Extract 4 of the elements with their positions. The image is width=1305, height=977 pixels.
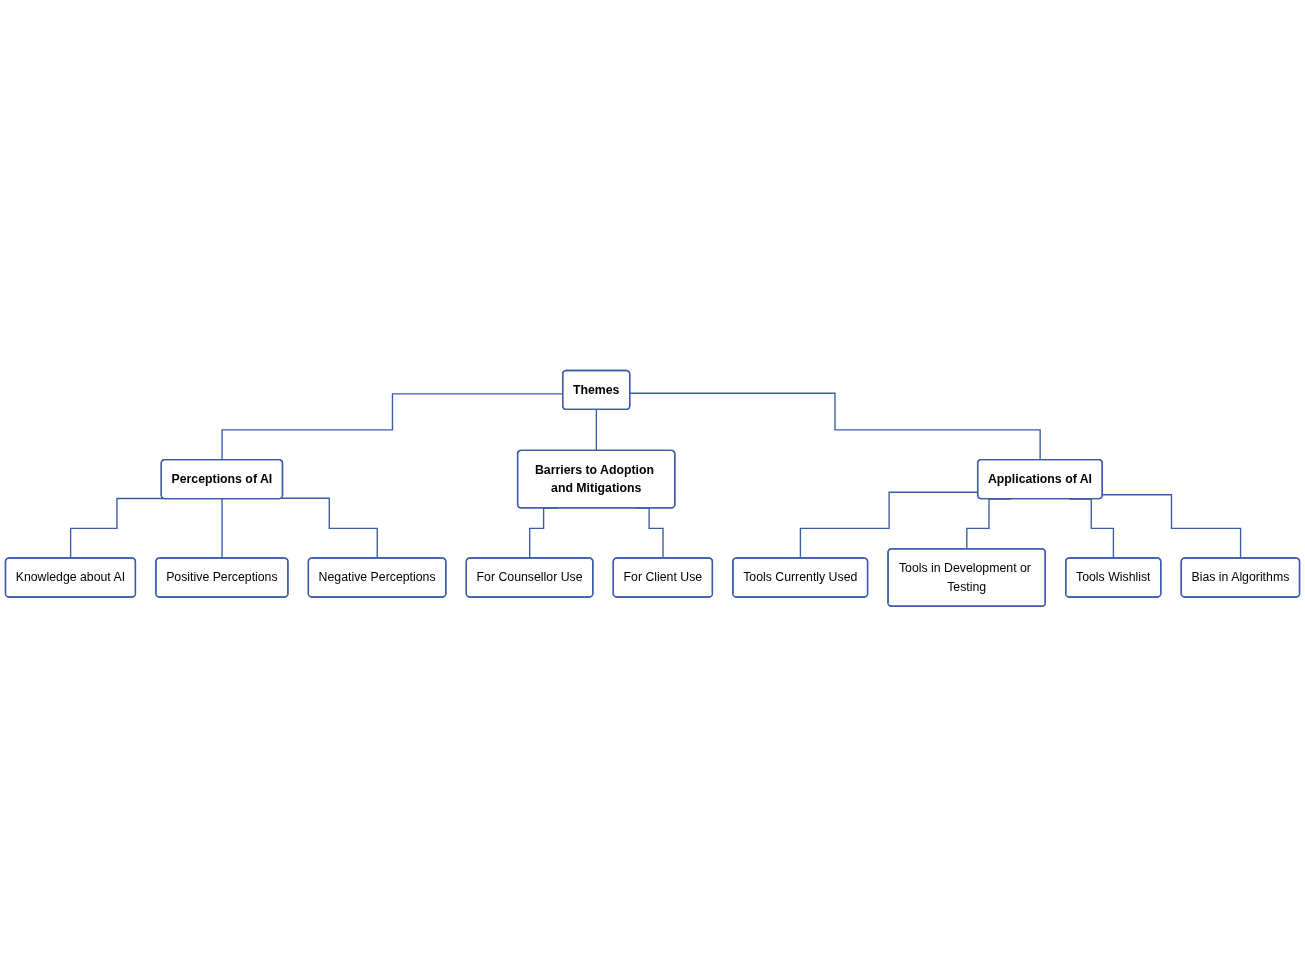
connector — [221, 498, 223, 560]
connector — [629, 392, 1041, 461]
connector — [595, 409, 598, 452]
connector — [69, 498, 165, 560]
